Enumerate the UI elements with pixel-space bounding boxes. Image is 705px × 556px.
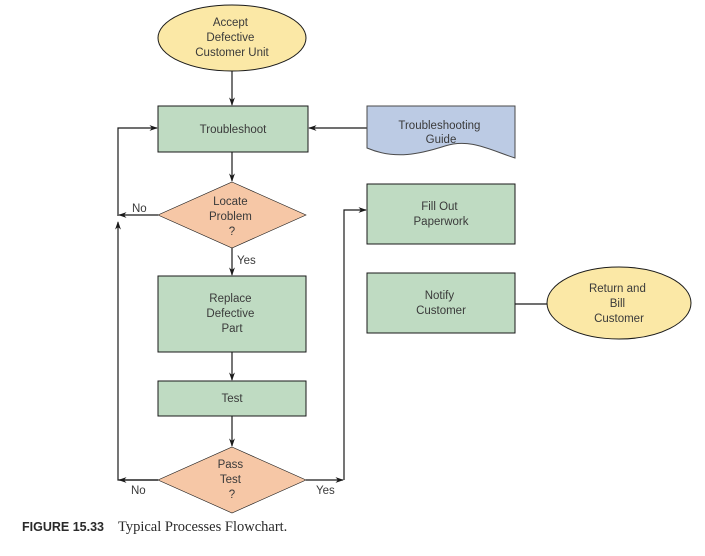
svg-text:Replace Defective: Replace Defective Part — [206, 293, 257, 335]
node-troubleshoot: Troubleshoot — [157, 105, 309, 153]
label-line: Part — [221, 323, 243, 335]
label-line: Troubleshoot — [200, 124, 268, 136]
label-line: Problem — [209, 211, 252, 223]
edge-label-pass-yes: Yes — [316, 485, 335, 497]
label-line: Accept — [213, 17, 249, 29]
node-label: Accept Defective Customer Unit — [195, 17, 269, 59]
node-replace-defective-part: Replace Defective Part — [157, 275, 307, 353]
svg-text:Notify Customer: Notify Customer — [416, 290, 466, 317]
label-line: Pass — [218, 459, 244, 471]
svg-text:Troubleshooting Guide: Troubleshooting Guide — [398, 120, 483, 146]
label-line: Customer — [416, 305, 466, 317]
label-line: Replace — [209, 293, 251, 305]
node-accept-defective-unit: Accept Defective Customer Unit — [157, 4, 307, 72]
node-return-and-bill-customer: Return and Bill Customer — [546, 266, 692, 340]
label-line: ? — [229, 489, 235, 501]
label-line: Return and — [589, 283, 646, 295]
label-line: Customer — [594, 313, 644, 325]
svg-text:Return and Bill Cu: Return and Bill Customer — [589, 283, 649, 325]
label-line: Fill Out — [421, 201, 458, 213]
label-line: Defective — [206, 32, 254, 44]
node-locate-problem: Locate Problem ? — [157, 181, 307, 249]
label-line: Paperwork — [414, 216, 469, 228]
node-pass-test: Pass Test ? — [157, 446, 307, 514]
svg-text:Troubleshoot: Troubleshoot — [200, 124, 268, 136]
figure-title: Typical Processes Flowchart. — [117, 519, 288, 535]
edge-label-locate-yes: Yes — [237, 255, 256, 267]
label-line: Troubleshooting — [398, 120, 480, 132]
figure-caption: FIGURE 15.33 Typical Processes Flowchart… — [22, 518, 287, 536]
node-notify-customer: Notify Customer — [366, 272, 516, 334]
connectors — [115, 71, 547, 483]
node-fill-out-paperwork: Fill Out Paperwork — [366, 183, 516, 245]
label-line: Bill — [610, 298, 625, 310]
label-line: Locate — [213, 196, 248, 208]
node-troubleshooting-guide: Troubleshooting Guide — [366, 105, 516, 159]
label-line: ? — [229, 226, 235, 238]
label-line: Notify — [425, 290, 455, 302]
label-line: Test — [221, 393, 243, 405]
label-line: Guide — [426, 134, 457, 146]
edge-yes-to-fillout — [343, 207, 367, 480]
label-line: Defective — [206, 308, 254, 320]
figure-number: FIGURE 15.33 — [22, 520, 104, 534]
svg-text:Pass Test ?: Pass Test ? — [218, 459, 247, 501]
edge-loop-to-troubleshoot — [117, 125, 158, 216]
svg-text:Fill Out Paperwork: Fill Out Paperwork — [414, 201, 469, 228]
label-line: Test — [220, 474, 242, 486]
node-test: Test — [157, 380, 307, 417]
label-line: Customer Unit — [195, 47, 269, 59]
edge-label-pass-no: No — [131, 485, 146, 497]
svg-text:Locate Problem ?: Locate Problem ? — [209, 196, 255, 238]
edge-pass-no — [115, 221, 158, 481]
svg-text:Test: Test — [221, 393, 243, 405]
edge-label-locate-no: No — [132, 203, 147, 215]
